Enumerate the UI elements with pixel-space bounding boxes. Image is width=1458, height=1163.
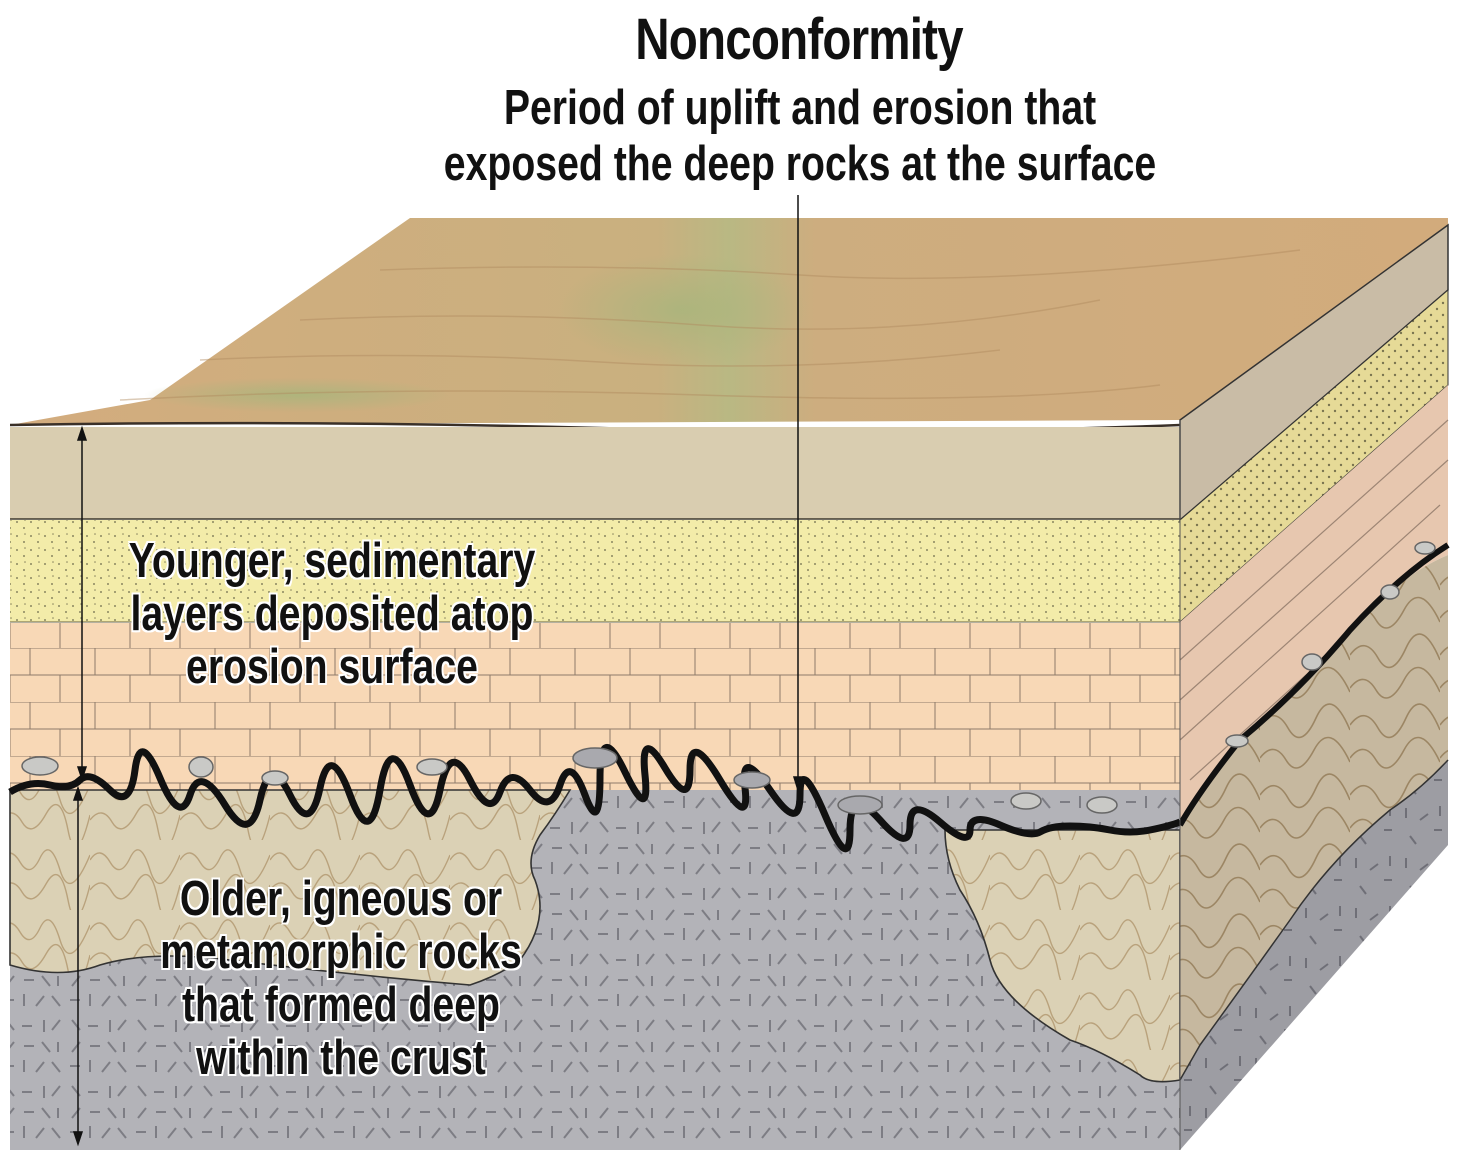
younger-label-line-1: Younger, sedimentary — [128, 534, 536, 588]
younger-layers-label: Younger, sedimentary layers deposited at… — [52, 535, 612, 694]
sandstone-layer — [10, 520, 1180, 622]
shale-layer — [10, 427, 1180, 519]
older-rocks-label: Older, igneous or metamorphic rocks that… — [61, 873, 621, 1085]
unconformity-surface — [8, 744, 1182, 853]
younger-label-line-3: erosion surface — [186, 640, 478, 694]
older-label-line-2: metamorphic rocks — [160, 925, 522, 979]
subtitle-line-2: exposed the deep rocks at the surface — [443, 137, 1157, 191]
metamorphic-rock-right — [944, 829, 1181, 1083]
diagram-subtitle: Period of uplift and erosion that expose… — [160, 80, 1440, 192]
subtitle-line-1: Period of uplift and erosion that — [503, 81, 1097, 135]
older-label-line-1: Older, igneous or — [179, 872, 503, 926]
metamorphic-rock-left — [9, 789, 572, 986]
older-label-line-3: that formed deep — [182, 978, 500, 1032]
diagram-title: Nonconformity — [635, 7, 963, 72]
pebbles — [21, 747, 1118, 815]
side-face — [1177, 223, 1450, 1150]
land-surface — [9, 218, 1448, 433]
arrow-older-span — [72, 785, 84, 1147]
older-label-line-4: within the crust — [196, 1031, 486, 1085]
arrow-younger-span — [76, 425, 88, 782]
younger-label-line-2: layers deposited atop — [130, 587, 534, 641]
arrow-to-unconformity — [792, 195, 804, 793]
